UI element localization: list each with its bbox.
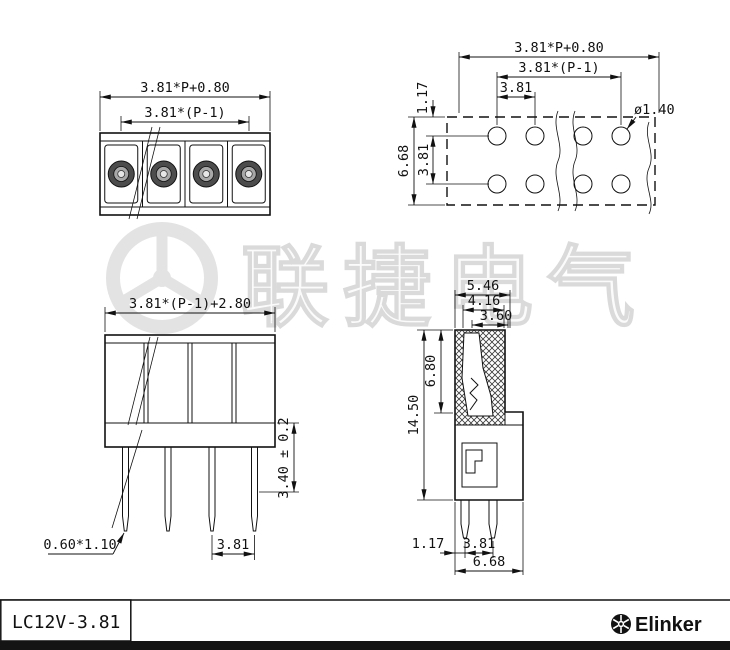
pcb-dim-top-margin: 1.17 [415,82,436,118]
section-dim-pin-length: 3.40 ± 0.2 [259,417,299,499]
side-body [454,329,524,501]
pcb-board-outline [446,116,656,206]
side-height-upper-label: 6.80 [423,355,439,388]
brand-logo-icon [611,614,631,634]
side-dim-height-overall: 14.50 [406,329,453,501]
clamp-spring [469,377,479,411]
side-width-top-label: 5.46 [467,278,500,294]
pcb-row-spacing-label: 3.81 [416,144,432,177]
break-line [555,110,561,212]
side-pin-pitch-label: 3.81 [463,536,496,552]
solder-pin [251,446,258,532]
pcb-dim-pitch: 3.81 [496,80,536,125]
terminal-4 [231,144,266,204]
pcb-layout-view: 3.81*P+0.80 3.81*(P-1) 3.81 6.68 3.81 [396,40,675,215]
section-body [104,334,276,448]
front-dim-pitch-span: 3.81*(P-1) [120,105,250,131]
terminal-2 [146,144,181,204]
break-line [136,126,161,220]
side-depth-label: 6.68 [473,554,506,570]
front-dim-overall-width: 3.81*P+0.80 [99,80,271,131]
pcb-overall-width-label: 3.81*P+0.80 [514,40,603,56]
break-line [646,121,652,215]
section-pin-pitch-label: 3.81 [217,537,250,553]
side-dim-overall-depth: 6.68 [454,502,524,575]
terminal-3 [189,144,224,204]
side-dim-width-opening: 3.60 [471,308,513,328]
solder-pin [164,446,172,532]
brand-name: Elinker [635,614,702,636]
title-block: LC12V-3.81 Elinker [0,599,730,650]
pcb-hole [487,174,507,194]
side-dim-pin-offset: 1.17 [412,502,466,575]
side-dim-pin-pitch: 3.81 [463,536,496,558]
pcb-hole [525,126,545,146]
bottom-bar [0,641,730,650]
solder-pin [488,499,498,539]
solder-pin [122,446,129,532]
pcb-hole-diameter-label: ø1.40 [634,102,675,118]
side-dim-height-upper: 6.80 [417,329,453,414]
break-line [572,110,578,212]
break-line [135,336,159,426]
model-number: LC12V-3.81 [12,612,120,633]
solder-pin [460,499,470,539]
side-pin-offset-label: 1.17 [412,536,445,552]
solder-pin [208,446,216,532]
front-overall-width-label: 3.81*P+0.80 [140,80,229,96]
watermark-text: 联捷电气 [241,236,649,339]
pcb-hole [611,126,631,146]
section-view: 3.81*(P-1)+2.80 3.40 ± 0.2 0.60*1.10 [43,296,299,560]
side-view: 5.46 4.16 3.60 6.80 14.50 [406,278,524,575]
side-dim-width-top: 5.46 [454,278,511,328]
front-pitch-span-label: 3.81*(P-1) [144,105,225,121]
pcb-hole-diameter-callout: ø1.40 [626,102,675,130]
side-pins [460,499,498,539]
section-pins [111,429,258,532]
pcb-depth-label: 6.68 [396,145,412,178]
pcb-hole [573,174,593,194]
wire-clamp-lever [461,332,494,417]
front-terminal-block [99,126,271,220]
pcb-dim-overall-width: 3.81*P+0.80 [458,40,660,113]
pcb-top-margin-label: 1.17 [415,82,431,115]
section-body-width-label: 3.81*(P-1)+2.80 [129,296,251,312]
front-view: 3.81*P+0.80 3.81*(P-1) [99,80,271,220]
pcb-dim-overall-depth: 6.68 [396,116,445,206]
pcb-holes [487,126,631,194]
break-line [111,429,143,529]
watermark: 联捷电气 [106,222,649,340]
section-pin-cross-section-label: 0.60*1.10 [43,537,116,553]
pcb-pitch-label: 3.81 [500,80,533,96]
section-dim-body-width: 3.81*(P-1)+2.80 [104,296,276,332]
side-contact-detail [465,449,483,474]
pcb-hole [573,126,593,146]
side-width-mid-label: 4.16 [468,293,501,309]
terminal-1 [104,144,139,204]
side-width-opening-label: 3.60 [480,308,513,324]
side-dim-width-mid: 4.16 [462,293,505,328]
side-height-overall-label: 14.50 [406,395,422,436]
pcb-hole [611,174,631,194]
section-dim-pin-cross-section: 0.60*1.10 [43,532,125,555]
pcb-hole [525,174,545,194]
section-pin-length-label: 3.40 ± 0.2 [276,417,292,498]
pcb-hole [487,126,507,146]
pcb-pitch-span-label: 3.81*(P-1) [518,60,599,76]
pcb-dim-row-spacing: 3.81 [416,135,489,185]
side-cavity [461,442,498,488]
section-housing [104,334,276,448]
brand-logo: Elinker [611,614,702,636]
break-line [127,336,151,426]
break-line [128,126,153,220]
section-dim-pin-pitch: 3.81 [211,535,255,560]
